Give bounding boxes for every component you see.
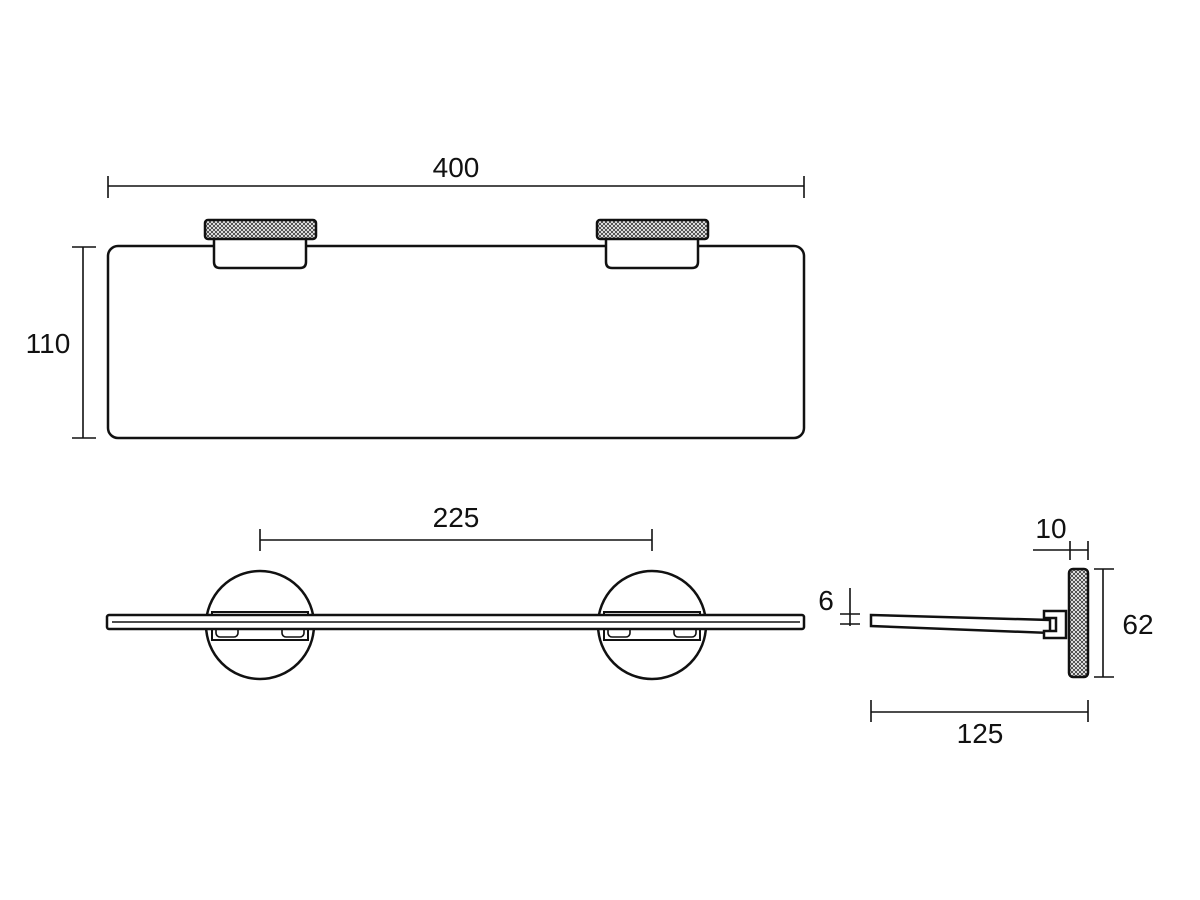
- clamp-side: [1042, 609, 1068, 640]
- dimension-backplate-thickness: 10: [1033, 513, 1089, 560]
- dimension-depth-label: 110: [26, 328, 71, 359]
- dimension-fixing-centres: 225: [259, 502, 653, 551]
- dimension-length: 400: [107, 152, 805, 198]
- dimension-backplate-height-label: 62: [1122, 609, 1153, 640]
- glass-shelf-side: [869, 613, 1052, 635]
- dimension-backplate-thickness-label: 10: [1035, 513, 1066, 544]
- glass-shelf-front: [105, 613, 806, 631]
- dimension-projection: 125: [870, 700, 1089, 749]
- backplate-side: [1067, 567, 1090, 679]
- bracket-right-plan: [595, 218, 710, 270]
- dimension-length-label: 400: [433, 152, 480, 183]
- dimension-depth: 110: [26, 246, 96, 439]
- plan-view: 400 110: [26, 152, 806, 440]
- glass-shelf-plan: [106, 244, 806, 440]
- bracket-left-plan: [203, 218, 318, 270]
- dimension-glass-thickness-label: 6: [818, 585, 834, 616]
- dimension-projection-label: 125: [957, 718, 1004, 749]
- dimension-backplate-height: 62: [1094, 568, 1154, 678]
- dimension-fixing-centres-label: 225: [433, 502, 480, 533]
- front-view: 225: [105, 502, 806, 681]
- dimension-glass-thickness: 6: [818, 585, 860, 626]
- side-view: 10 6 62 125: [818, 513, 1153, 749]
